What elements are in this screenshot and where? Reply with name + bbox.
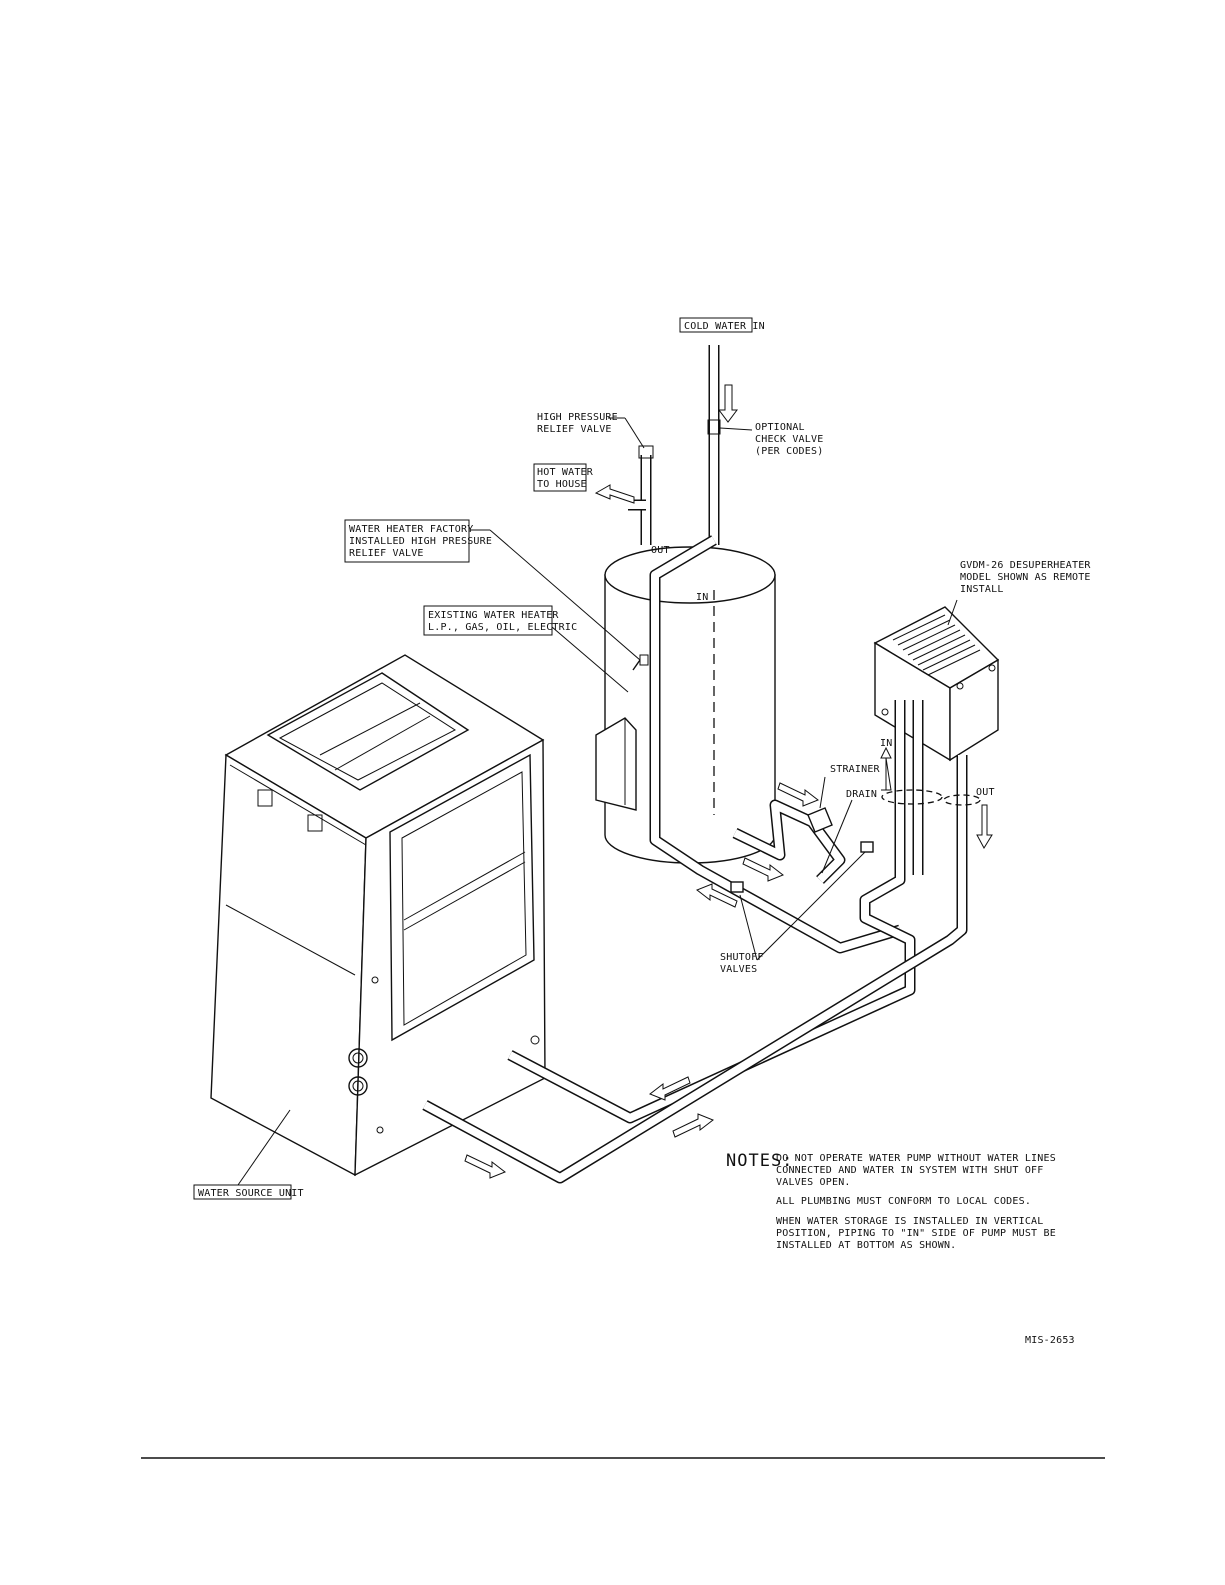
desuperheater-line-1: GVDM-26 DESUPERHEATER (960, 560, 1091, 571)
label-factory-relief: WATER HEATER FACTORY INSTALLED HIGH PRES… (344, 519, 492, 563)
hot-water-line-1: HOT WATER (537, 467, 594, 478)
note-3-line-2: POSITION, PIPING TO "IN" SIDE OF PUMP MU… (776, 1228, 1056, 1239)
cold-water-in-text: COLD WATER IN (684, 321, 765, 332)
optional-check-line-1: OPTIONAL (755, 422, 805, 433)
piping (422, 345, 981, 1184)
label-shutoff-valves: SHUTOFF VALVES (720, 952, 764, 975)
desuperheater-unit (873, 606, 1000, 762)
water-source-unit (210, 654, 546, 1177)
water-source-unit-text: WATER SOURCE UNIT (198, 1188, 304, 1199)
optional-check-line-2: CHECK VALVE (755, 434, 823, 445)
figure-id: MIS-2653 (1025, 1335, 1075, 1346)
factory-relief-line-3: RELIEF VALVE (349, 548, 424, 559)
note-1-line-3: VALVES OPEN. (776, 1177, 851, 1188)
factory-relief-line-2: INSTALLED HIGH PRESSURE (349, 536, 492, 547)
note-3-line-3: INSTALLED AT BOTTOM AS SHOWN. (776, 1240, 956, 1251)
note-1-line-1: DO NOT OPERATE WATER PUMP WITHOUT WATER … (776, 1153, 1056, 1164)
label-desuperheater: GVDM-26 DESUPERHEATER MODEL SHOWN AS REM… (960, 560, 1091, 595)
notes-heading: NOTES: (726, 1151, 793, 1171)
tank-out-label: OUT (651, 545, 670, 556)
label-hot-water: HOT WATER TO HOUSE (533, 463, 594, 492)
note-2-line-1: ALL PLUMBING MUST CONFORM TO LOCAL CODES… (776, 1196, 1031, 1207)
flow-arrows (464, 384, 993, 1179)
existing-heater-line-1: EXISTING WATER HEATER (428, 610, 559, 621)
label-high-pressure-relief: HIGH PRESSURE RELIEF VALVE (537, 412, 618, 435)
shutoff-line-2: VALVES (720, 964, 757, 975)
label-optional-check-valve: OPTIONAL CHECK VALVE (PER CODES) (755, 422, 823, 457)
desuperheater-line-3: INSTALL (960, 584, 1004, 595)
tank-in-label: IN (696, 592, 708, 603)
shutoff-line-1: SHUTOFF (720, 952, 764, 963)
note-3-line-1: WHEN WATER STORAGE IS INSTALLED IN VERTI… (776, 1216, 1043, 1227)
drain-label: DRAIN (846, 789, 877, 800)
desuperheater-line-2: MODEL SHOWN AS REMOTE (960, 572, 1091, 583)
high-pressure-relief-line-2: RELIEF VALVE (537, 424, 612, 435)
strainer-label: STRAINER (830, 764, 881, 775)
label-water-source-unit: WATER SOURCE UNIT (193, 1184, 304, 1200)
note-1-line-2: CONNECTED AND WATER IN SYSTEM WITH SHUT … (776, 1165, 1043, 1176)
label-existing-heater: EXISTING WATER HEATER L.P., GAS, OIL, EL… (423, 605, 577, 636)
pump-in-label: IN (880, 738, 892, 749)
high-pressure-relief-line-1: HIGH PRESSURE (537, 412, 618, 423)
notes-block: NOTES: DO NOT OPERATE WATER PUMP WITHOUT… (726, 1151, 1056, 1251)
existing-heater-line-2: L.P., GAS, OIL, ELECTRIC (428, 622, 577, 633)
optional-check-line-3: (PER CODES) (755, 446, 823, 457)
water-heater-tank (595, 546, 776, 864)
label-cold-water-in: COLD WATER IN (679, 317, 765, 333)
leader-lines (237, 417, 958, 1186)
hot-water-line-2: TO HOUSE (537, 479, 587, 490)
pump-out-label: OUT (976, 787, 995, 798)
factory-relief-line-1: WATER HEATER FACTORY (349, 524, 473, 535)
